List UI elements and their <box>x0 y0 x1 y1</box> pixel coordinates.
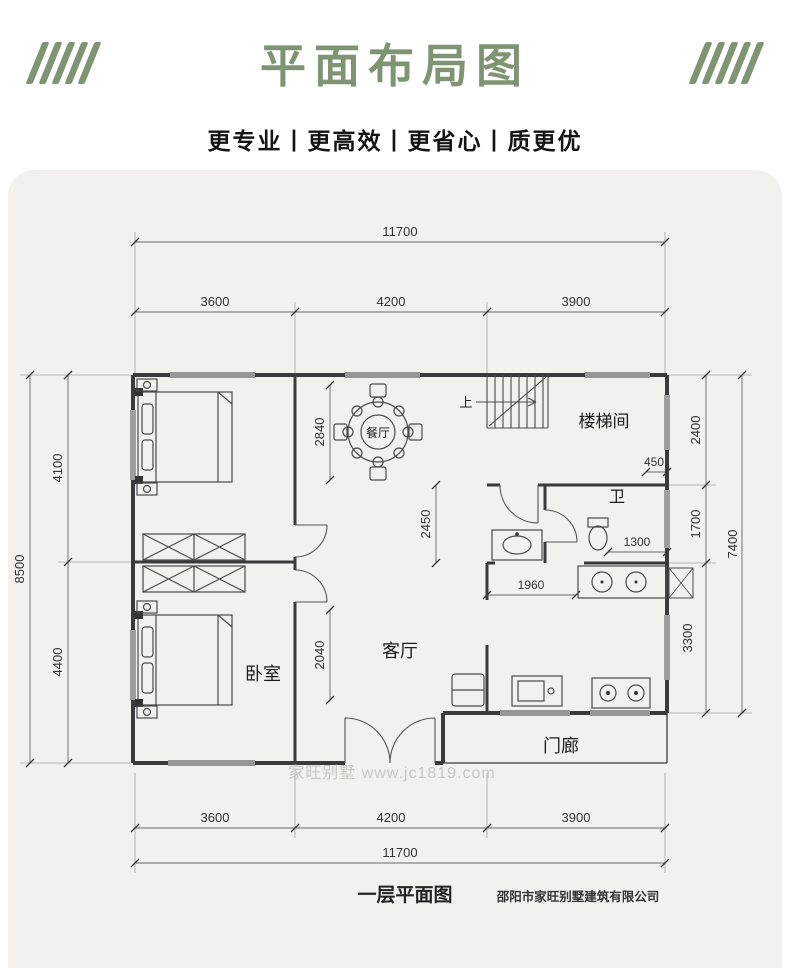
floor-plan-drawing: 11700 3600 4200 3900 8500 4100 4400 2400… <box>12 224 752 906</box>
interior-walls <box>133 375 667 763</box>
room-label-bedroom: 卧室 <box>245 664 281 684</box>
subtitle: 更专业丨更高效丨更省心丨质更优 <box>207 128 583 154</box>
floor-plan-card <box>8 170 782 968</box>
dim-top-seg-2: 4200 <box>377 294 406 309</box>
dim-bottom-seg-3: 3900 <box>562 810 591 825</box>
dim-top-seg-1: 3600 <box>201 294 230 309</box>
wardrobes <box>142 533 246 593</box>
entry-door-left <box>344 717 391 764</box>
dim-right-seg-1: 2400 <box>688 416 703 445</box>
watermark: 家旺别墅 www.jc1819.com <box>288 764 496 782</box>
fridge <box>451 673 485 707</box>
bedroom2-door <box>294 569 328 603</box>
dim-left-seg-2: 4400 <box>50 648 65 677</box>
dim-left-total: 8500 <box>12 555 27 584</box>
porch-outline <box>443 713 668 764</box>
room-label-living: 客厅 <box>382 641 418 661</box>
room-label-dining: 餐厅 <box>366 425 390 440</box>
dining-table <box>333 383 423 481</box>
plan-caption: 一层平面图 <box>357 884 452 906</box>
doors <box>294 484 578 764</box>
ac-platform <box>668 567 694 599</box>
header: 平面布局图 <box>0 0 790 96</box>
dimension-labels: 11700 3600 4200 3900 8500 4100 4400 2400… <box>12 224 740 860</box>
room-label-stairwell: 楼梯间 <box>579 412 630 431</box>
dim-top-total: 11700 <box>382 224 417 239</box>
furniture <box>135 378 694 719</box>
dim-bath-width: 1300 <box>624 535 651 549</box>
dim-right-seg-2: 1700 <box>688 510 703 539</box>
bed-bottom-bedroom <box>135 600 233 719</box>
bedroom1-door <box>294 524 328 558</box>
decor-slashes-right-icon <box>688 42 765 84</box>
dim-bottom-seg-1: 3600 <box>201 810 230 825</box>
dim-bottom-seg-2: 4200 <box>377 810 406 825</box>
dimension-extension-lines <box>20 232 752 873</box>
dim-right-seg-3: 3300 <box>680 624 695 653</box>
dim-left-seg-1: 4100 <box>50 454 65 483</box>
toilet <box>587 517 609 551</box>
decor-slashes-left-icon <box>25 42 102 84</box>
entry-door-right <box>389 717 436 764</box>
room-label-porch: 门廊 <box>543 736 579 756</box>
bath-door <box>544 509 578 543</box>
dim-hall-height: 2450 <box>418 510 433 539</box>
dim-bottom-total: 11700 <box>382 845 417 860</box>
dim-right-total: 7400 <box>725 530 740 559</box>
dim-kitchen-opening: 1960 <box>518 578 545 592</box>
kitchen-counter-sink <box>577 565 667 599</box>
dim-living-height: 2040 <box>312 641 327 670</box>
room-label-bath: 卫 <box>609 489 625 506</box>
stair-up-label: 上 <box>459 395 472 410</box>
room-labels: 楼梯间 卫 餐厅 客厅 卧室 门廊 上 <box>245 395 630 756</box>
stove <box>591 677 651 709</box>
page-title: 平面布局图 <box>260 41 530 92</box>
stairs <box>476 375 549 429</box>
kitchen-sink-unit <box>511 675 563 707</box>
bed-top-bedroom <box>135 378 233 496</box>
dimension-ticks <box>25 237 747 868</box>
company-name: 邵阳市家旺别墅建筑有限公司 <box>496 889 660 904</box>
washarea-door <box>499 484 539 524</box>
stair-up-arrow-icon <box>476 397 537 407</box>
windows <box>130 372 670 766</box>
dimension-lines <box>29 241 743 864</box>
dim-dining-height: 2840 <box>312 418 327 447</box>
dim-top-seg-3: 3900 <box>562 294 591 309</box>
wash-basin <box>491 529 543 561</box>
dim-stair-offset: 450 <box>644 455 664 469</box>
